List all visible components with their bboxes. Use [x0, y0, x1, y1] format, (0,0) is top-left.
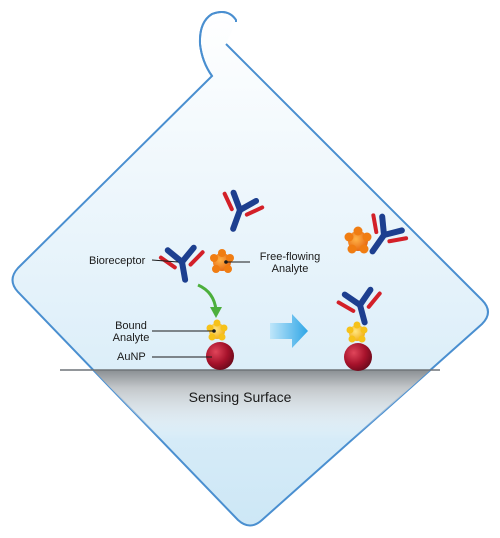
label-aunp: AuNP: [117, 351, 146, 363]
antibody-free-top: [222, 189, 265, 232]
label-free-flowing-line2: Analyte: [271, 263, 309, 275]
aunp-left: [206, 342, 234, 370]
pointer-dot-bound: [212, 329, 216, 333]
label-bound-analyte: Bound Analyte: [108, 320, 154, 344]
label-sensing-surface: Sensing Surface: [188, 389, 292, 405]
block-arrow-blue: [270, 314, 308, 348]
pointer-bioreceptor: [151, 259, 179, 263]
diamond-panel: [11, 11, 489, 527]
bound-analyte-right: [346, 321, 368, 343]
free-analyte-right: [344, 226, 372, 254]
label-bound-line2: Analyte: [112, 332, 150, 344]
bound-analyte-left: [206, 319, 228, 341]
panel-hook: [198, 11, 237, 77]
label-bound-line1: Bound: [115, 320, 147, 332]
label-bioreceptor: Bioreceptor: [89, 255, 146, 267]
antibody-bioreceptor: [158, 244, 205, 283]
curved-arrow-head: [210, 307, 222, 318]
label-free-flowing-line1: Free-flowing: [259, 251, 321, 263]
antibody-free-right: [369, 213, 409, 255]
antibody-bound-right: [336, 286, 382, 326]
sensing-surface-band: [12, 370, 488, 440]
pointer-dot-free: [224, 260, 228, 264]
aunp-right: [344, 343, 372, 371]
free-analyte-left: [210, 249, 234, 273]
label-free-flowing-analyte: Free-flowing Analyte: [252, 251, 328, 275]
